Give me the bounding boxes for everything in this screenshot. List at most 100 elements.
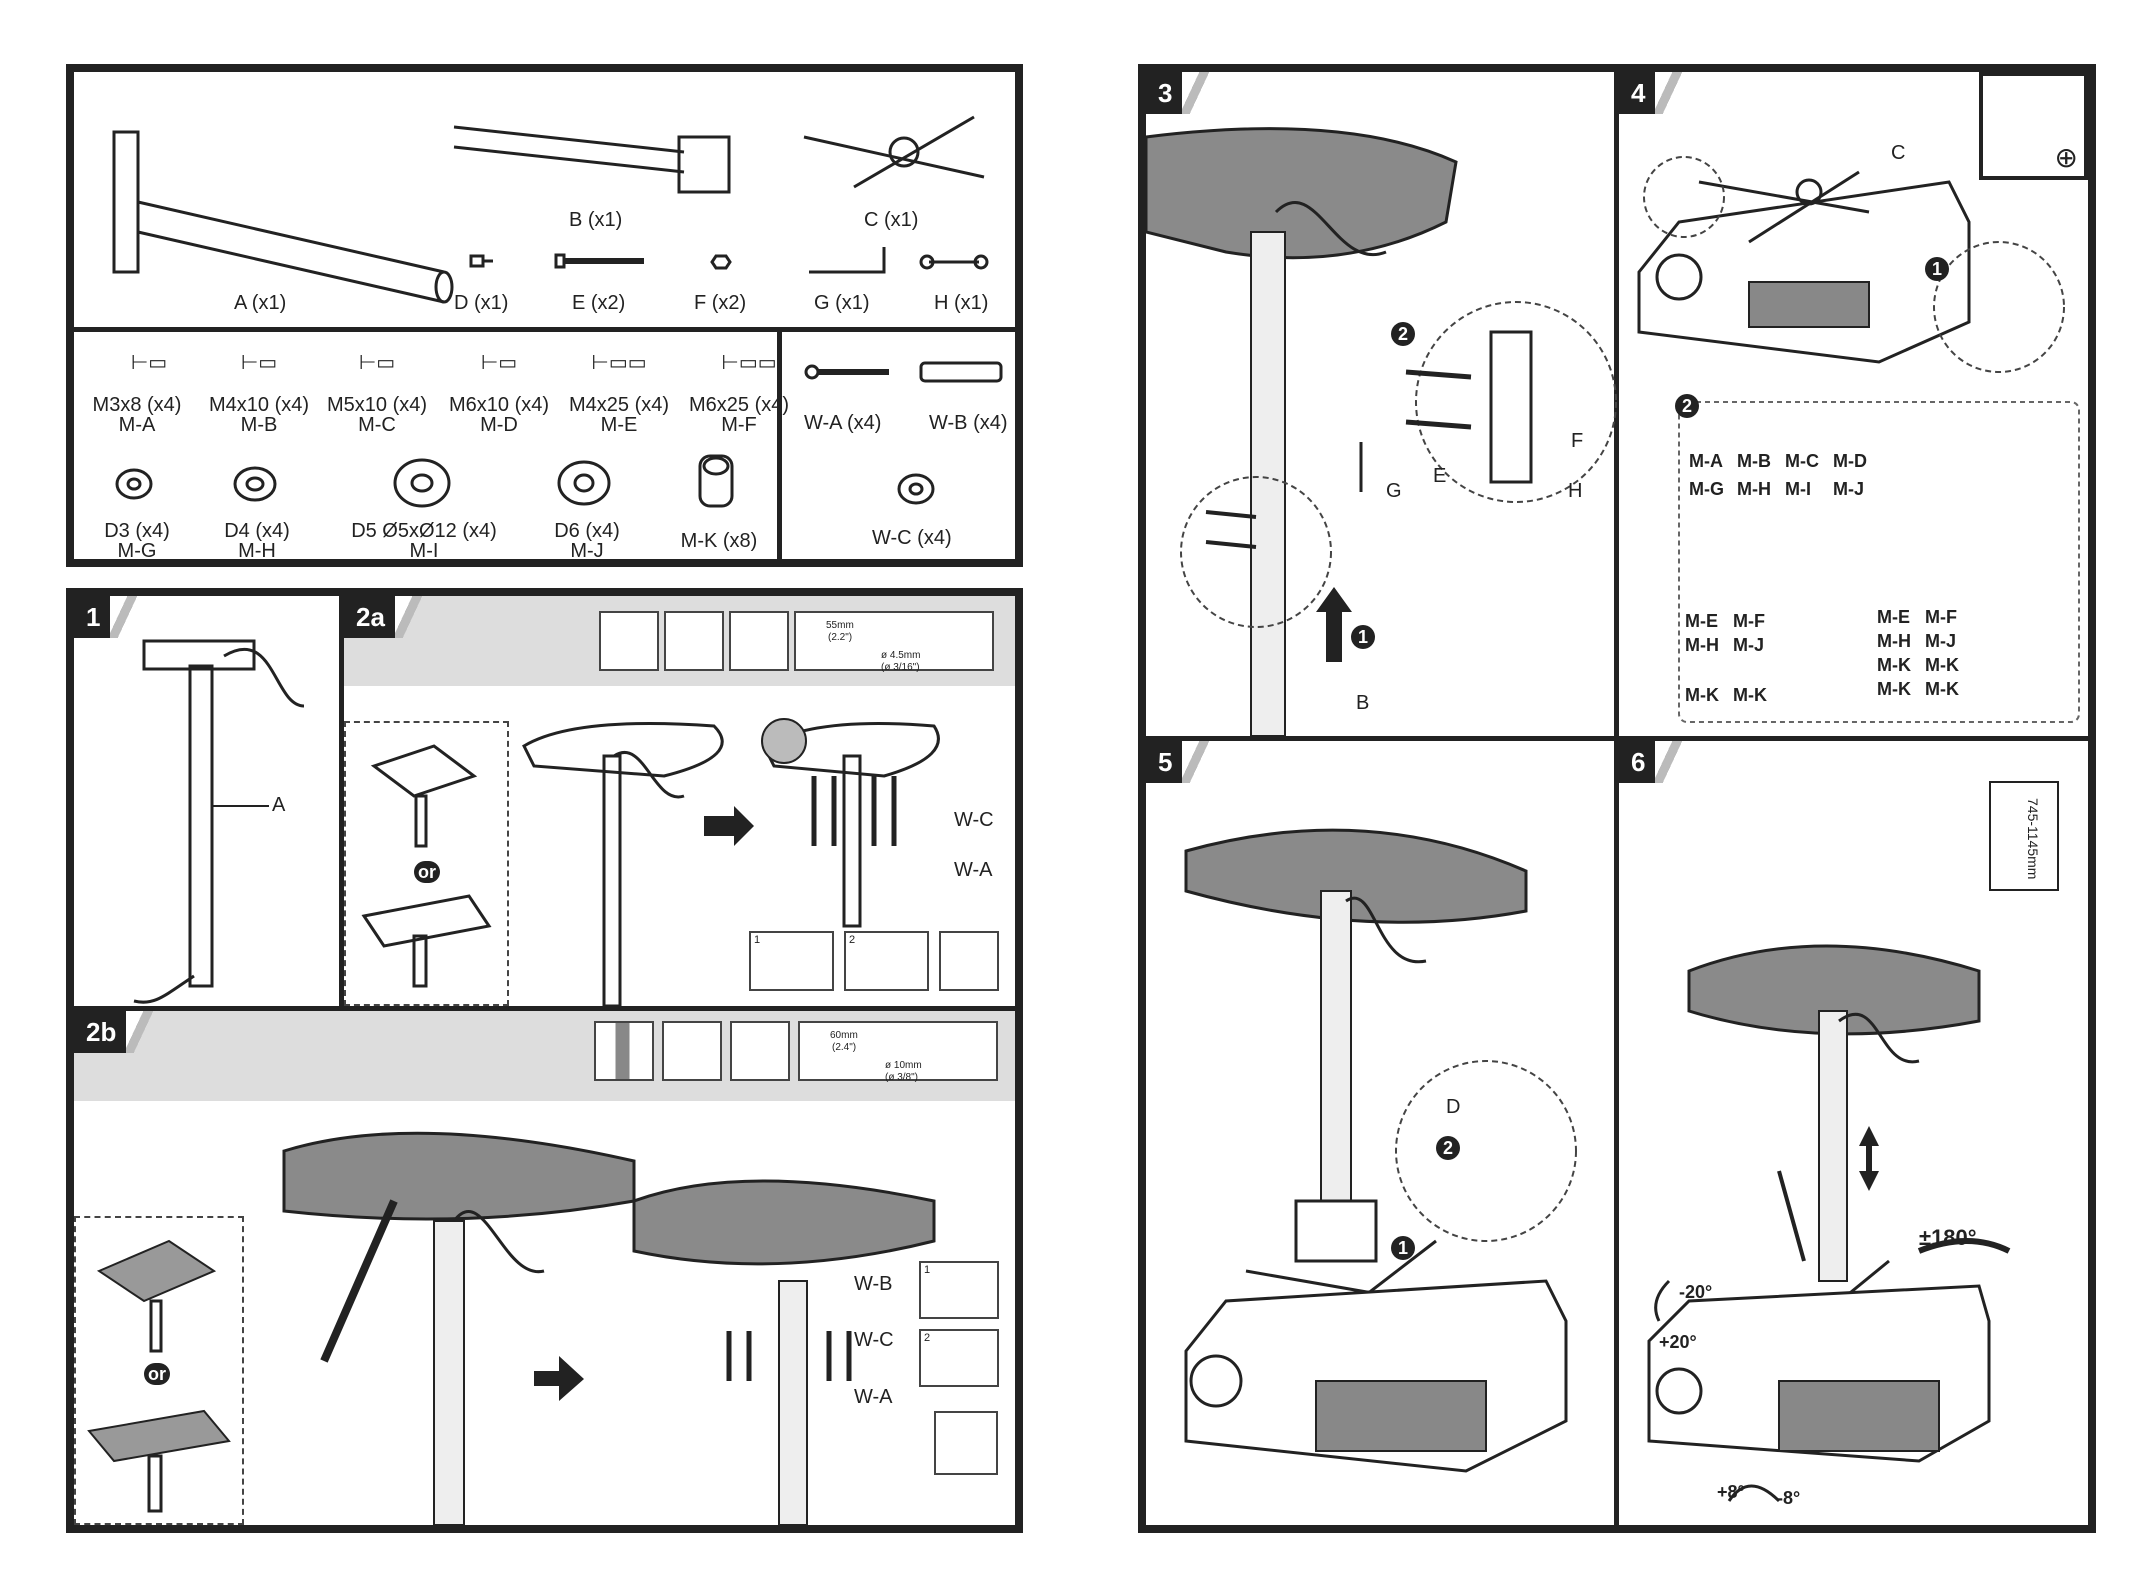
screw-code: M-A	[118, 414, 156, 436]
washer-size: D4 (x4)	[224, 520, 290, 542]
screw-code: M-F	[721, 414, 757, 436]
thumb-number: 1	[754, 934, 761, 946]
drill-depth: 55mm	[826, 620, 854, 631]
step-number: 2b	[74, 1011, 135, 1053]
callout-e: E	[1433, 465, 1447, 487]
steps-left-panel: 1 A 2a 55mm (2.2") ø 4.5mm (ø 3/16") or	[66, 588, 1023, 1533]
divider	[74, 327, 1015, 332]
circle-num: 2	[1436, 1136, 1460, 1160]
swivel-right-label: -8°	[1777, 1488, 1801, 1508]
screw-size: M6x10 (x4)	[448, 394, 550, 416]
thumb-number: 2	[849, 934, 856, 946]
material-thumb	[599, 611, 659, 671]
callout-wc: W-C	[854, 1329, 894, 1351]
hardware-code: M-K	[1877, 679, 1911, 699]
drill-depth-thumb: 60mm (2.4") ø 10mm (ø 3/8")	[798, 1021, 998, 1083]
step-2a: 2a 55mm (2.2") ø 4.5mm (ø 3/16") or W-C	[344, 596, 1015, 1008]
drill-depth-thumb: 55mm (2.2") ø 4.5mm (ø 3/16")	[794, 611, 994, 673]
ceiling-mount-option-2	[87, 1409, 231, 1513]
divider	[777, 327, 782, 567]
hardware-code: M-I	[1785, 479, 1811, 499]
callout-wa: W-A	[954, 859, 993, 881]
hardware-code: M-J	[1925, 631, 1956, 651]
step-badge: 4	[1619, 72, 1686, 114]
drill-diameter-in: (ø 3/16")	[881, 662, 920, 673]
drill-thumb	[730, 1021, 790, 1081]
hardware-code: M-H	[1877, 631, 1911, 651]
step-1: 1 A	[74, 596, 339, 1006]
step-1-illustration	[133, 639, 305, 1004]
divider	[1614, 72, 1619, 1525]
step-2a-ceiling-illustration	[522, 718, 940, 1008]
screw-icon: ⊢▭	[130, 352, 168, 374]
step-badge: 1	[74, 596, 141, 638]
callout-c: C	[1891, 142, 1906, 164]
hardware-code: M-K	[1877, 655, 1911, 675]
screw-icon: ⊢▭▭	[721, 352, 777, 374]
part-a-label: A (x1)	[234, 292, 287, 314]
hardware-code: M-K	[1733, 685, 1767, 705]
divider	[74, 1006, 1015, 1011]
phillips-icon: ⊕	[2054, 142, 2078, 173]
drill-diameter: ø 10mm	[885, 1060, 922, 1071]
drill-diameter: ø 4.5mm	[881, 650, 921, 661]
hardware-code: M-F	[1925, 607, 1957, 627]
drill-depth-in: (2.4")	[832, 1042, 857, 1053]
hardware-code: M-E	[1877, 607, 1910, 627]
hardware-code: M-A	[1689, 451, 1723, 471]
part-d-label: D (x1)	[454, 292, 509, 314]
part-g-label: G (x1)	[814, 292, 870, 314]
or-label: or	[414, 861, 440, 883]
step-badge: 2b	[74, 1011, 157, 1053]
hardware-code: M-F	[1733, 611, 1765, 631]
or-label: or	[144, 1363, 170, 1385]
washer-icon	[393, 458, 451, 508]
callout-d: D	[1446, 1096, 1461, 1118]
hardware-code: M-K	[1685, 685, 1719, 705]
callout-a: A	[272, 794, 286, 816]
screw-icon: ⊢▭	[240, 352, 278, 374]
thumb-number: 1	[924, 1264, 931, 1276]
callout-wc: W-C	[954, 809, 994, 831]
drill-diameter-in: (ø 3/8")	[885, 1072, 918, 1083]
spacer-icon	[698, 454, 734, 508]
step-2b: 2b 60mm (2.4") ø 10mm (ø 3/8") or W-B	[74, 1011, 1015, 1526]
hardware-code: M-D	[1833, 451, 1867, 471]
mark-thumb: 1	[749, 931, 834, 991]
screwdriver-thumb	[939, 931, 999, 991]
hardware-code: M-C	[1785, 451, 1819, 471]
circle-num: 2	[1675, 394, 1699, 418]
step-badge: 5	[1146, 741, 1213, 783]
steps-right-panel: 3 2 1 G E F H B 4 ⊕	[1138, 64, 2096, 1533]
screw-code: M-D	[480, 414, 518, 436]
option-box	[74, 1216, 244, 1525]
screw-icon: ⊢▭▭	[591, 352, 647, 374]
part-d-illustration	[469, 254, 493, 268]
part-h-illustration	[919, 254, 989, 270]
divider	[1146, 736, 2088, 741]
screw-size: M5x10 (x4)	[326, 394, 428, 416]
step-4-illustration	[1637, 156, 2080, 723]
step-6: 6 745-1145mm ±180° -20° +20° +8° -8°	[1619, 741, 2088, 1525]
wall-washer-label: W-C (x4)	[872, 527, 952, 549]
washer-size: D5 Ø5xØ12 (x4)	[351, 520, 497, 542]
washer-code: M-G	[117, 540, 157, 562]
tilt-up-label: -20°	[1679, 1282, 1713, 1302]
anchor-thumb: 2	[844, 931, 929, 991]
wall-screw-icon	[804, 364, 889, 380]
step-badge: 3	[1146, 72, 1213, 114]
hardware-code: M-K	[1925, 679, 1959, 699]
part-e-label: E (x2)	[572, 292, 626, 314]
drill-thumb	[729, 611, 789, 671]
anchor-thumb: 2	[919, 1329, 999, 1387]
swivel-left-label: +8°	[1717, 1482, 1745, 1502]
washer-code: M-H	[238, 540, 276, 562]
part-c-label: C (x1)	[864, 209, 919, 231]
circle-num: 1	[1391, 1236, 1415, 1260]
screwdriver-thumb	[934, 1411, 998, 1475]
screwdriver-box: ⊕	[1979, 72, 2088, 180]
option-box	[344, 721, 509, 1006]
washer-code: M-I	[409, 540, 439, 562]
height-range-box: 745-1145mm	[1989, 781, 2059, 891]
washer-icon	[115, 468, 153, 500]
